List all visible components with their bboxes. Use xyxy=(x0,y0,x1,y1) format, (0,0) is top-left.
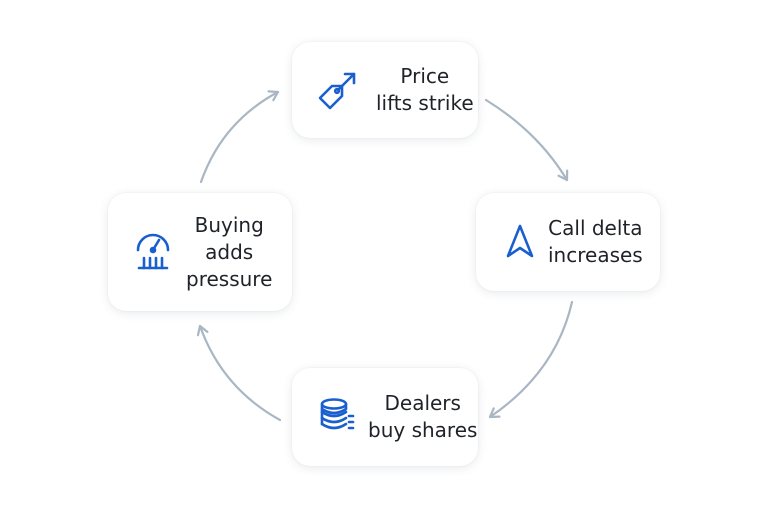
node-top-line-1: Price xyxy=(400,64,450,88)
node-dealers-buy-shares: Dealers buy shares xyxy=(292,368,478,466)
node-right-line-2: increases xyxy=(548,243,643,267)
node-left-line-2: adds xyxy=(205,239,254,264)
node-bottom-line-2: buy shares xyxy=(368,418,478,442)
node-bottom-line-1: Dealers xyxy=(384,391,461,415)
arrow-bottom-to-left xyxy=(196,324,282,422)
node-left-line-1: Buying xyxy=(194,212,264,237)
arrow-top-to-right xyxy=(484,98,569,182)
node-right-line-1: Call delta xyxy=(548,216,643,240)
gauge-pressure-icon xyxy=(134,230,172,274)
node-price-lifts-strike: Price lifts strike xyxy=(292,42,478,138)
node-buying-adds-pressure: Buying adds pressure xyxy=(108,193,292,311)
stacked-coins-icon xyxy=(316,396,358,438)
navigation-arrow-icon xyxy=(504,222,536,262)
node-call-delta-increases: Call delta increases xyxy=(476,193,660,291)
node-top-line-2: lifts strike xyxy=(376,91,474,115)
arrow-left-to-top xyxy=(199,90,280,184)
arrow-right-to-bottom xyxy=(488,300,574,419)
node-left-line-3: pressure xyxy=(186,266,273,291)
price-tag-up-arrow-icon xyxy=(316,68,360,112)
